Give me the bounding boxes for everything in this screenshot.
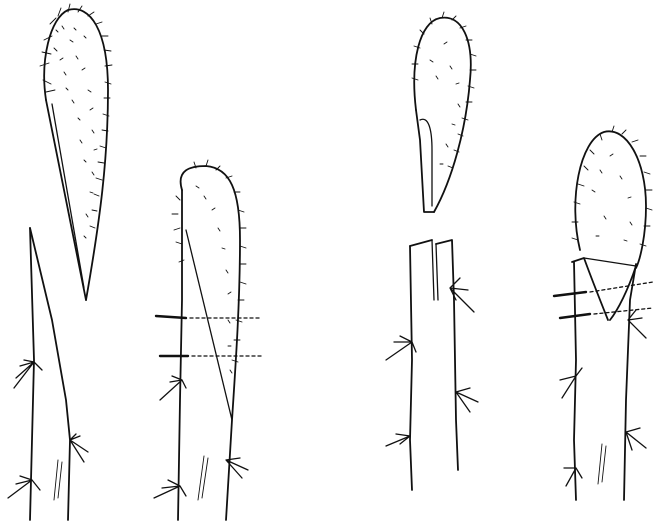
cleft-graft-thorns — [560, 310, 646, 486]
whip-graft-united — [154, 160, 262, 520]
whip-stock-thorns — [8, 360, 88, 498]
whip-scion — [40, 4, 112, 300]
cleft-scion — [412, 12, 476, 212]
cleft-graft-hairs — [572, 126, 652, 246]
cleft-graft-united — [554, 126, 653, 500]
whip-graft-hairs — [172, 160, 246, 373]
cleft-stock-thorns — [386, 278, 478, 446]
whip-stock — [8, 228, 88, 520]
cleft-stock — [386, 240, 478, 490]
